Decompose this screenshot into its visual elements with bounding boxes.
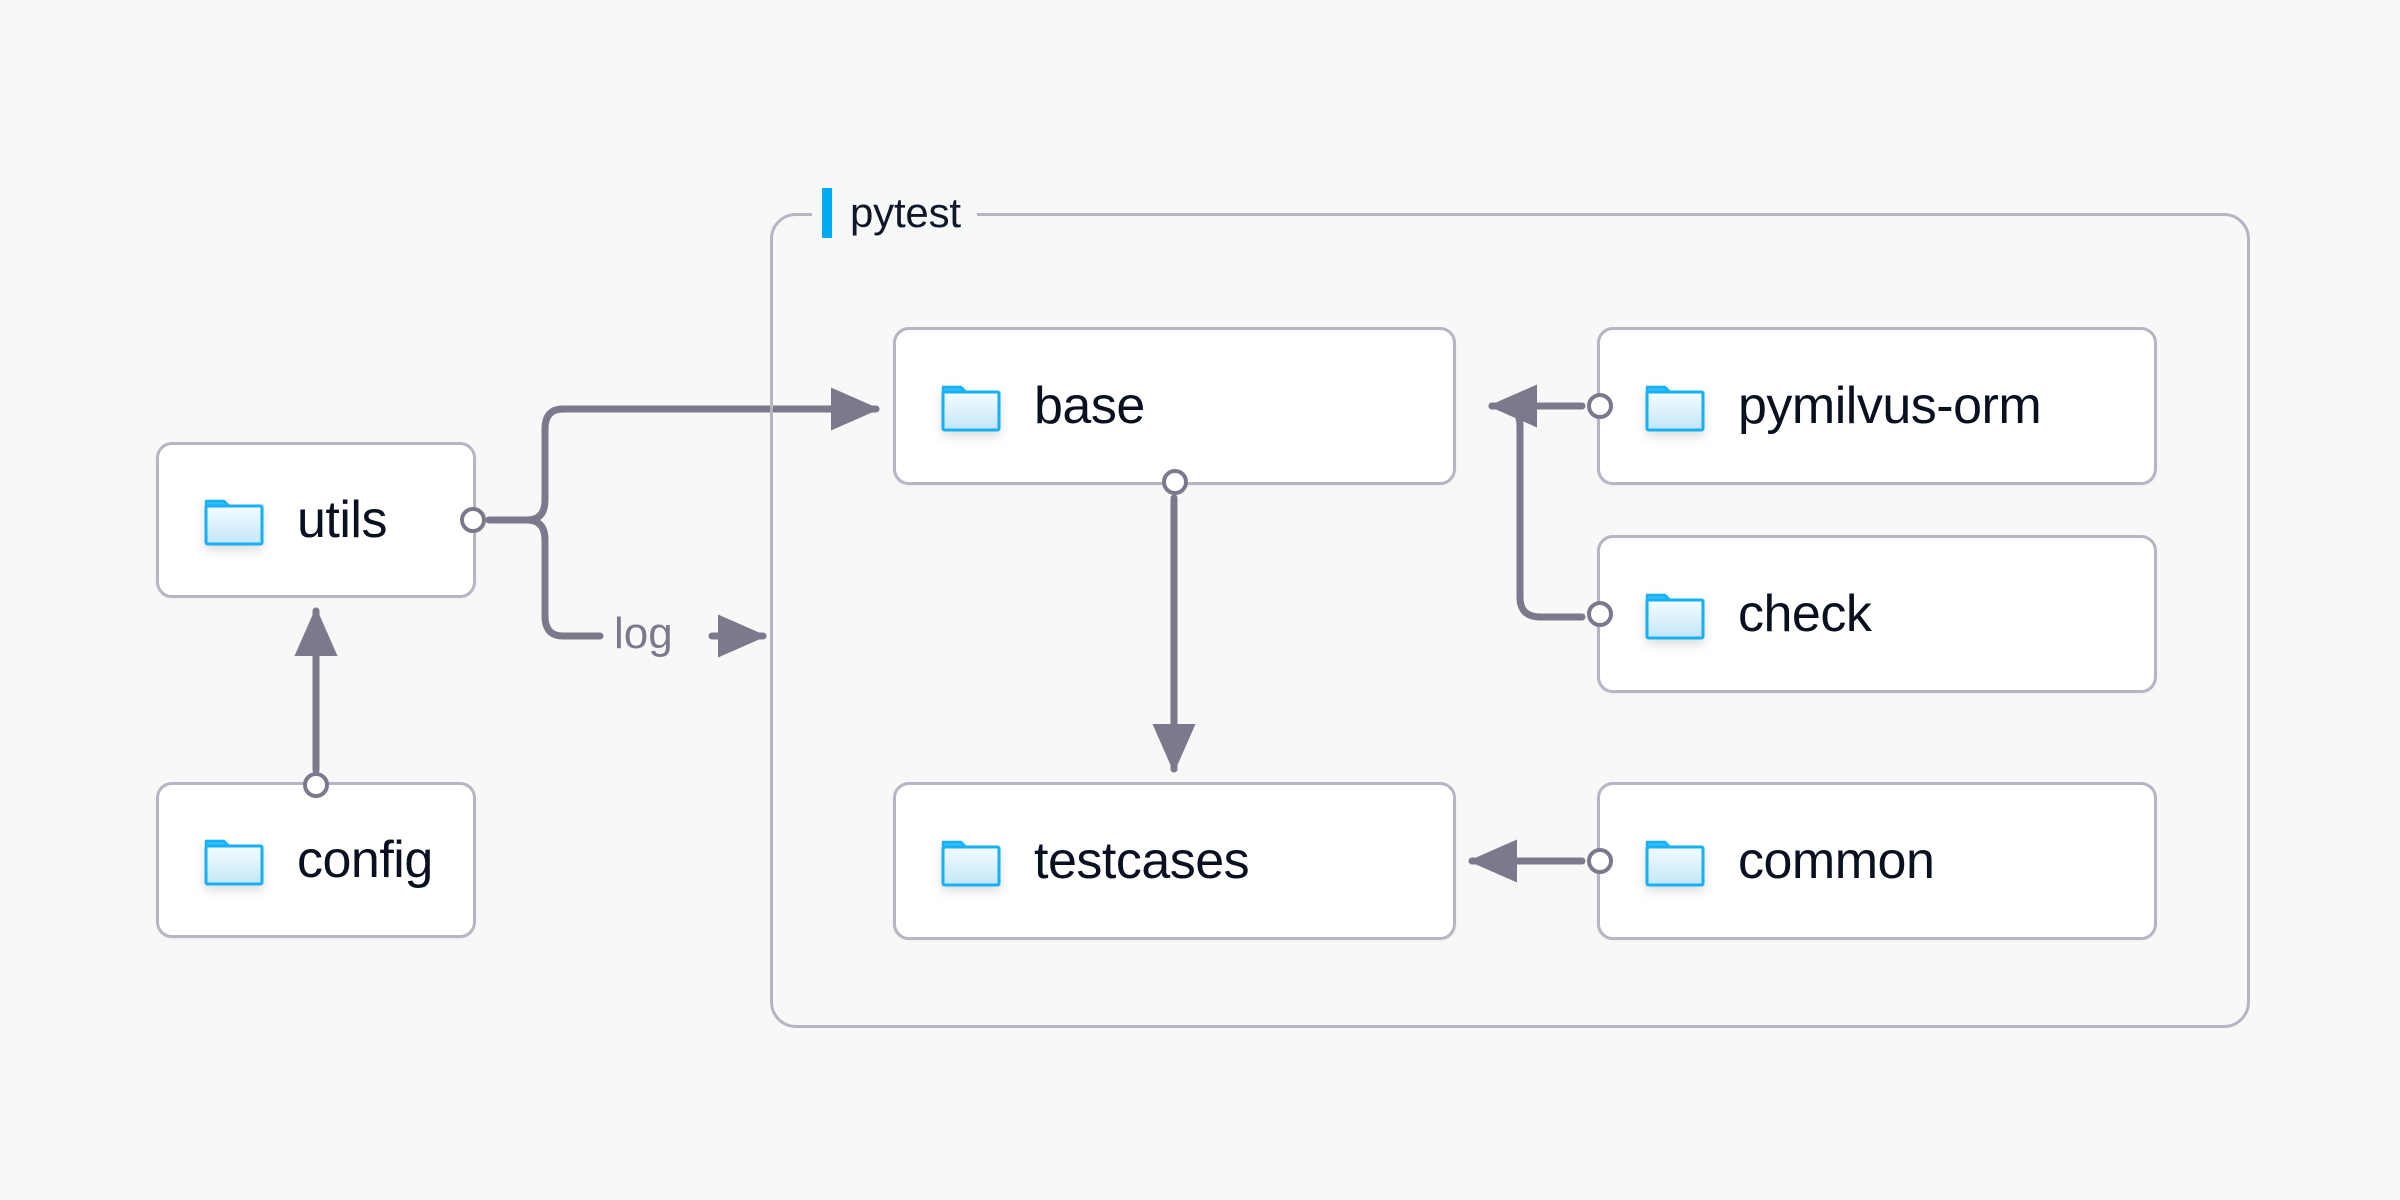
handle-utils-right[interactable]	[460, 507, 486, 533]
pytest-group-container[interactable]	[770, 213, 2250, 1028]
handle-config-top[interactable]	[303, 772, 329, 798]
node-pymilvus-orm[interactable]: pymilvus-orm	[1587, 327, 2157, 485]
node-label: check	[1738, 585, 1872, 643]
handle-check-left[interactable]	[1587, 601, 1613, 627]
folder-icon	[940, 378, 1002, 434]
node-config[interactable]: config	[156, 772, 476, 938]
handle-base-bottom[interactable]	[1161, 469, 1188, 495]
handle-common-left[interactable]	[1587, 848, 1613, 874]
node-label: pymilvus-orm	[1738, 377, 2042, 435]
node-common[interactable]: common	[1587, 782, 2157, 940]
node-label: common	[1738, 832, 1935, 890]
node-base[interactable]: base	[893, 327, 1456, 495]
folder-icon	[1644, 378, 1706, 434]
edge-label-log: log	[604, 612, 683, 656]
folder-icon	[940, 833, 1002, 889]
node-label: utils	[297, 491, 387, 549]
node-utils[interactable]: utils	[156, 442, 486, 598]
group-title: pytest	[850, 189, 961, 236]
node-label: testcases	[1034, 832, 1250, 890]
handle-pymilvus-orm-left[interactable]	[1587, 393, 1613, 419]
node-check[interactable]: check	[1587, 535, 2157, 693]
node-label: base	[1034, 377, 1145, 435]
folder-icon	[1644, 833, 1706, 889]
node-testcases[interactable]: testcases	[893, 782, 1456, 940]
accent-bar-icon	[822, 188, 832, 238]
pytest-group-label: pytest	[812, 185, 977, 241]
folder-icon	[203, 492, 265, 548]
node-label: config	[297, 831, 433, 889]
folder-icon	[203, 832, 265, 888]
edge-utils-to-log	[523, 516, 604, 640]
folder-icon	[1644, 586, 1706, 642]
